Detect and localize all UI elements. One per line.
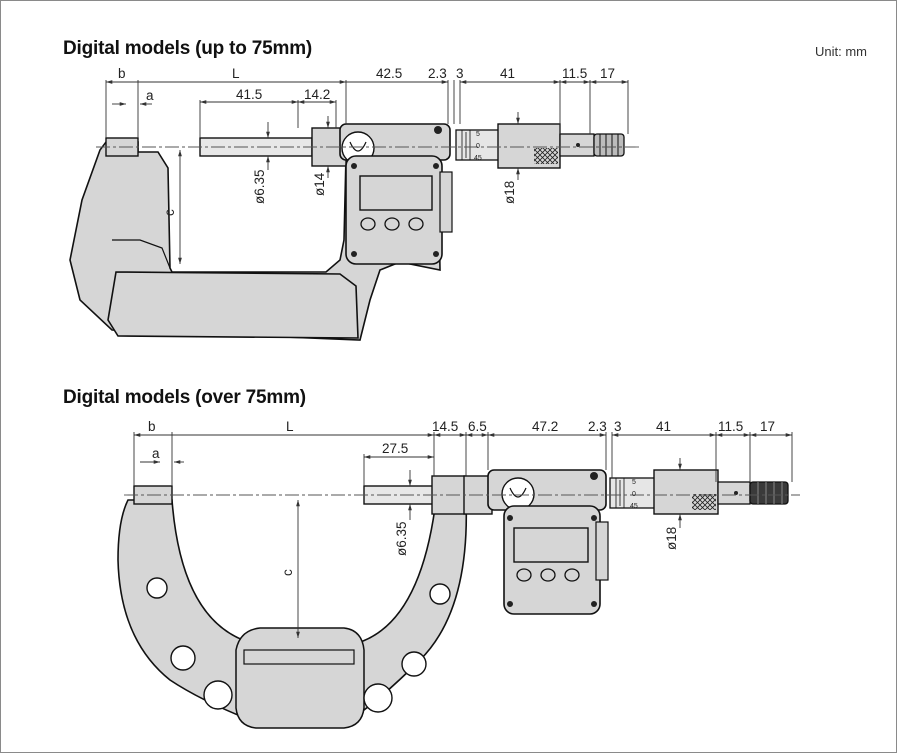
dimension-labels-1: b a L 42.5 2.3 3 41 11.5 17 41.5 14.2 c … [118,66,615,216]
dim-L-2: L [286,419,294,434]
dim-27-5: 27.5 [382,441,408,456]
dim-17-2: 17 [760,419,775,434]
unit-label: Unit: mm [815,44,867,59]
frame-hole [146,577,168,599]
thimble-mark-0-1: 0 [476,143,480,150]
thimble-mark-45-2: 45 [630,503,638,510]
dim-6-5: 6.5 [468,419,487,434]
dim-c-1: c [162,209,177,216]
dia-6-35-1: ø6.35 [252,169,267,204]
sleeve-2 [609,477,657,509]
dia-18-1: ø18 [502,181,517,204]
dim-c-2: c [280,569,295,576]
lcd-1 [359,175,433,211]
dim-42-5: 42.5 [376,66,402,81]
dim-2-3-2: 2.3 [588,419,607,434]
dimension-lines-1 [105,80,629,264]
frame-hole [203,680,233,710]
thimble-mark-0-2: 0 [632,491,636,498]
lcd-2 [513,527,589,563]
dim-11-5-1: 11.5 [562,66,587,81]
micrometer-1 [69,123,640,341]
dim-14-2: 14.2 [304,87,330,102]
thimble-mark-5-2: 5 [632,479,636,486]
dim-L-1: L [232,66,240,81]
figure2-title: Digital models (over 75mm) [63,387,306,408]
dimension-lines-2 [133,432,793,638]
thimble-mark-45-1: 45 [474,155,482,162]
dim-41-2: 41 [656,419,671,434]
grip-plate-2 [235,627,365,729]
frame-hole [170,645,196,671]
thimble-mark-5-1: 5 [476,131,480,138]
dim-b-1: b [118,66,126,81]
dim-14-5: 14.5 [432,419,458,434]
dim-2-3-1: 2.3 [428,66,447,81]
frame-hole [363,683,393,713]
dim-b-2: b [148,419,156,434]
dim-a-1: a [146,88,154,103]
dim-3-2: 3 [614,419,622,434]
dim-47-2: 47.2 [532,419,558,434]
dimension-labels-2: b a L 27.5 14.5 6.5 47.2 2.3 3 41 11.5 1… [148,419,775,576]
dim-11-5-2: 11.5 [718,419,743,434]
dia-14: ø14 [312,172,327,196]
frame-hole [401,651,427,677]
grip-plate-1 [107,271,359,339]
dim-17-1: 17 [600,66,615,81]
frame-hole [429,583,451,605]
ratchet-2 [749,481,789,505]
micrometer-2 [117,469,800,729]
dia-18-2: ø18 [664,527,679,550]
dim-3-1: 3 [456,66,464,81]
dim-41-1: 41 [500,66,515,81]
dia-6-35-2: ø6.35 [394,521,409,556]
ratchet-1 [593,133,625,157]
figure1-title: Digital models (up to 75mm) [63,38,313,59]
sleeve-1 [455,129,503,161]
dim-41-5: 41.5 [236,87,262,102]
dim-a-2: a [152,446,160,461]
